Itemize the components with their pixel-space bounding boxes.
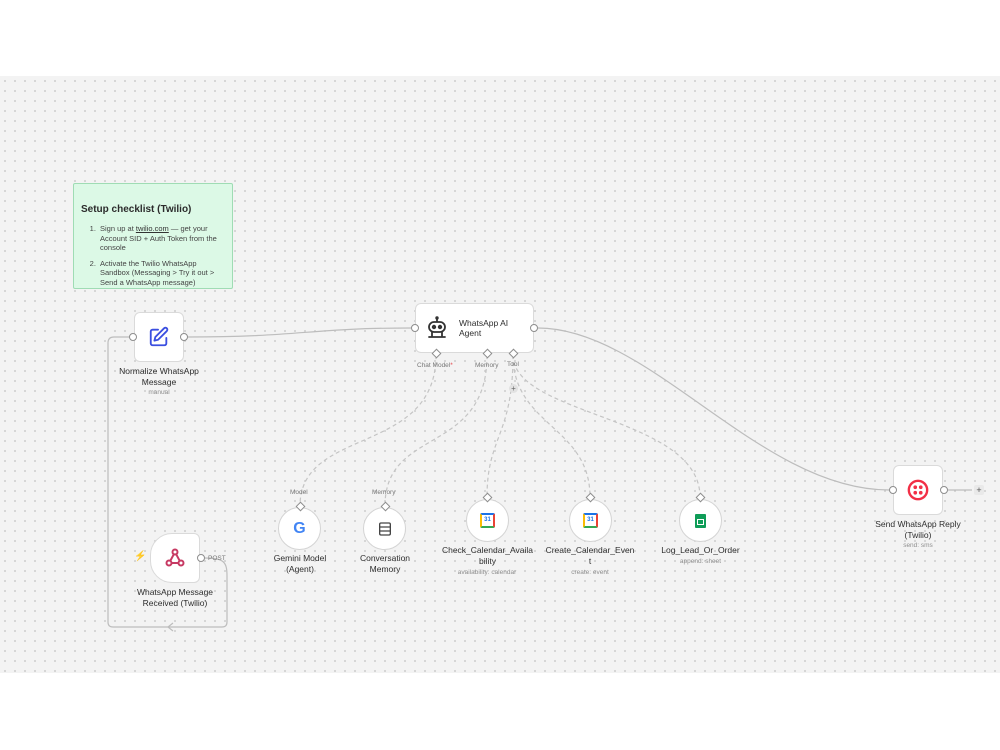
webhook-icon [165, 548, 185, 567]
wire-normalize-to-agent [187, 327, 412, 338]
wire-tool-create [512, 354, 591, 498]
note-steps: Sign up at twilio.com — get your Account… [81, 224, 224, 287]
google-calendar-icon: 31 [480, 513, 495, 528]
wire-trigger-loop [107, 336, 228, 628]
send-output-port[interactable] [940, 486, 948, 494]
gemini-port-label: Model [290, 489, 308, 496]
setup-checklist-note[interactable]: Setup checklist (Twilio) Sign up at twil… [73, 183, 233, 289]
send-input-port[interactable] [889, 486, 897, 494]
send-subtitle: send: sms [903, 542, 933, 549]
conversation-memory-node[interactable] [363, 507, 406, 550]
google-icon: G [293, 519, 306, 537]
connection-wires [107, 327, 972, 632]
check-calendar-node[interactable]: 31 [466, 499, 509, 542]
memory-node-port-label: Memory [372, 489, 396, 496]
gemini-label: Gemini Model (Agent) [273, 553, 327, 574]
trigger-label: WhatsApp Message Received (Twilio) [136, 587, 214, 608]
workflow-canvas[interactable]: Setup checklist (Twilio) Sign up at twil… [0, 76, 1000, 673]
database-icon [378, 521, 391, 536]
memory-port-label: Memory [475, 362, 499, 369]
create-calendar-node[interactable]: 31 [569, 499, 612, 542]
wire-agent-to-send [537, 327, 890, 491]
normalize-input-port[interactable] [129, 333, 137, 341]
pencil-square-icon [149, 326, 169, 347]
check-calendar-label: Check_Calendar_Availability [441, 545, 534, 566]
wire-agent-chat-model [299, 354, 437, 507]
normalize-whatsapp-node[interactable] [134, 312, 184, 362]
send-whatsapp-reply-node[interactable] [893, 465, 943, 515]
note-step-1: Sign up at twilio.com — get your Account… [98, 224, 224, 253]
note-title: Setup checklist (Twilio) [81, 204, 192, 215]
add-tool-button[interactable]: + [509, 384, 518, 393]
google-sheets-icon [695, 513, 706, 528]
normalize-subtitle: manual [148, 389, 170, 396]
check-calendar-subtitle: availability: calendar [457, 569, 517, 576]
note-step-2: Activate the Twilio WhatsApp Sandbox (Me… [98, 259, 224, 288]
chat-model-port-label: Chat Model* [417, 362, 453, 369]
tool-port-label: Tool [507, 361, 519, 368]
send-label: Send WhatsApp Reply (Twilio) [875, 519, 961, 540]
trigger-output-port[interactable] [197, 554, 205, 562]
wire-agent-memory [384, 354, 488, 507]
whatsapp-trigger-node[interactable] [150, 533, 200, 583]
trigger-post-label: POST [208, 555, 226, 562]
wire-tool-check [486, 354, 514, 498]
add-next-node-button[interactable]: + [974, 485, 984, 495]
google-calendar-icon: 31 [583, 513, 598, 528]
twilio-link[interactable]: twilio.com [135, 224, 169, 233]
memory-label: Conversation Memory [359, 553, 411, 574]
agent-output-port[interactable] [530, 324, 538, 332]
normalize-label: Normalize WhatsApp Message [119, 366, 199, 387]
twilio-icon [907, 479, 929, 501]
robot-icon [428, 316, 446, 338]
create-calendar-subtitle: create: event [571, 569, 609, 576]
agent-label: WhatsApp AI Agent [459, 317, 509, 339]
create-calendar-label: Create_Calendar_Event [545, 545, 635, 566]
log-lead-subtitle: append: sheet [679, 558, 722, 565]
trigger-bolt-icon: ⚡ [134, 551, 147, 562]
log-lead-label: Log_Lead_Or_Order [661, 545, 740, 555]
wire-tool-log [512, 354, 701, 498]
normalize-output-port[interactable] [180, 333, 188, 341]
agent-input-port[interactable] [411, 324, 419, 332]
whatsapp-ai-agent-node[interactable]: WhatsApp AI Agent [415, 303, 534, 353]
log-lead-node[interactable] [679, 499, 722, 542]
wire-loop-arrow [167, 622, 174, 632]
gemini-model-node[interactable]: G [278, 507, 321, 550]
